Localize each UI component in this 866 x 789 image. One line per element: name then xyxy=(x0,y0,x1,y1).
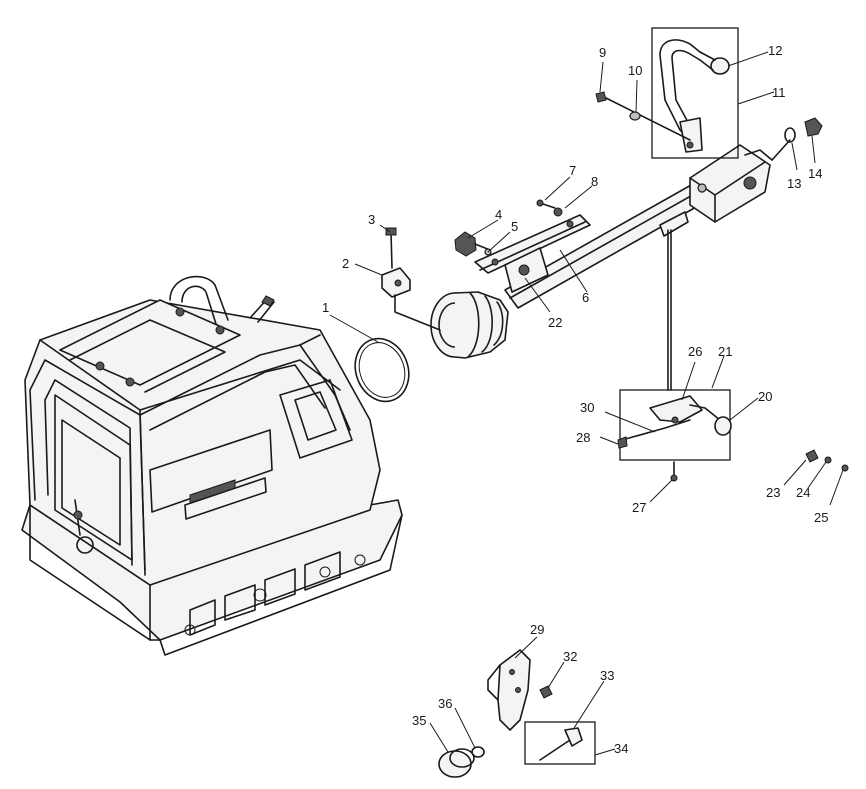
callout-1: 1 xyxy=(322,300,329,315)
handle-head xyxy=(689,144,771,223)
callout-28: 28 xyxy=(576,430,590,445)
callout-10: 10 xyxy=(628,63,642,78)
callout-32: 32 xyxy=(563,649,577,664)
grip xyxy=(710,57,730,75)
callout-29: 29 xyxy=(530,622,544,637)
callout-34: 34 xyxy=(614,741,628,756)
callout-23: 23 xyxy=(766,485,780,500)
callout-9: 9 xyxy=(599,45,606,60)
callout-22: 22 xyxy=(548,315,562,330)
upper-handle-box xyxy=(651,27,739,159)
handle-bar xyxy=(659,39,701,141)
callout-30: 30 xyxy=(580,400,594,415)
bottom-bracket-group xyxy=(438,649,596,778)
rubber-boot xyxy=(430,291,509,359)
callout-33: 33 xyxy=(600,668,614,683)
bracket xyxy=(497,649,531,731)
callout-labels: 1 2 3 4 5 6 7 8 9 10 11 12 13 14 20 21 2… xyxy=(322,43,828,756)
callout-6: 6 xyxy=(582,290,589,305)
handle-assembly xyxy=(354,144,773,403)
callout-4: 4 xyxy=(495,207,502,222)
small-hardware-23-25 xyxy=(805,449,849,472)
callout-24: 24 xyxy=(796,485,810,500)
callout-7: 7 xyxy=(569,163,576,178)
callout-14: 14 xyxy=(808,166,822,181)
protective-frame xyxy=(29,359,146,571)
cap xyxy=(438,750,472,778)
callout-26: 26 xyxy=(688,344,702,359)
callout-11: 11 xyxy=(772,85,786,100)
callout-8: 8 xyxy=(591,174,598,189)
upper-handle-group xyxy=(595,27,823,161)
leader-lines xyxy=(329,51,844,756)
callout-20: 20 xyxy=(758,389,772,404)
sensor-box xyxy=(524,721,596,765)
callout-12: 12 xyxy=(768,43,782,58)
callout-35: 35 xyxy=(412,713,426,728)
callout-21: 21 xyxy=(718,344,732,359)
callout-25: 25 xyxy=(814,510,828,525)
callout-3: 3 xyxy=(368,212,375,227)
throttle-lever-group xyxy=(617,389,732,461)
callout-2: 2 xyxy=(342,256,349,271)
callout-36: 36 xyxy=(438,696,452,711)
compactor-machine xyxy=(21,275,403,656)
ring xyxy=(354,337,410,403)
callout-27: 27 xyxy=(632,500,646,515)
lifting-eye xyxy=(169,275,229,321)
knob xyxy=(454,231,477,257)
callout-13: 13 xyxy=(787,176,801,191)
callout-5: 5 xyxy=(511,219,518,234)
